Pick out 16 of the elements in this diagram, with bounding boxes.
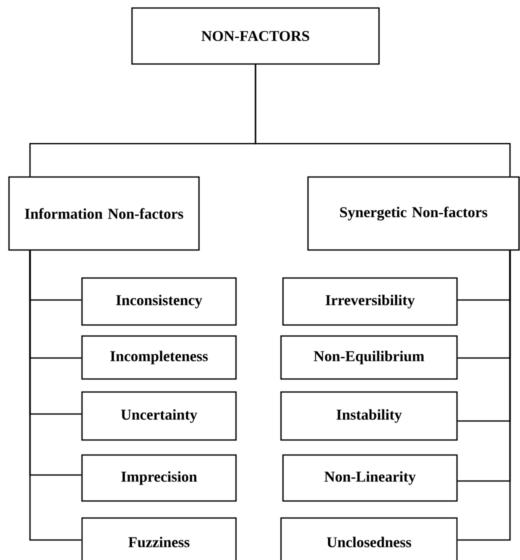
connector-line (29, 250, 82, 541)
item-box: Inconsistency (81, 277, 237, 326)
item-box: Irreversibility (282, 277, 458, 326)
connector-line (254, 64, 511, 176)
root-box: NON-FACTORS (131, 7, 380, 65)
category-box: Information Non-factors (8, 176, 200, 251)
connector-line (458, 250, 511, 541)
category-box: Synergetic Non-factors (307, 176, 520, 251)
item-box: Uncertainty (81, 391, 237, 441)
item-box: Imprecision (81, 454, 237, 502)
item-box: Unclosedness (280, 517, 458, 560)
item-box: Non-Linearity (282, 454, 458, 502)
item-box: Non-Equilibrium (280, 335, 458, 380)
item-box: Instability (280, 391, 458, 441)
item-box: Fuzziness (81, 517, 237, 560)
item-box: Incompleteness (81, 335, 237, 380)
